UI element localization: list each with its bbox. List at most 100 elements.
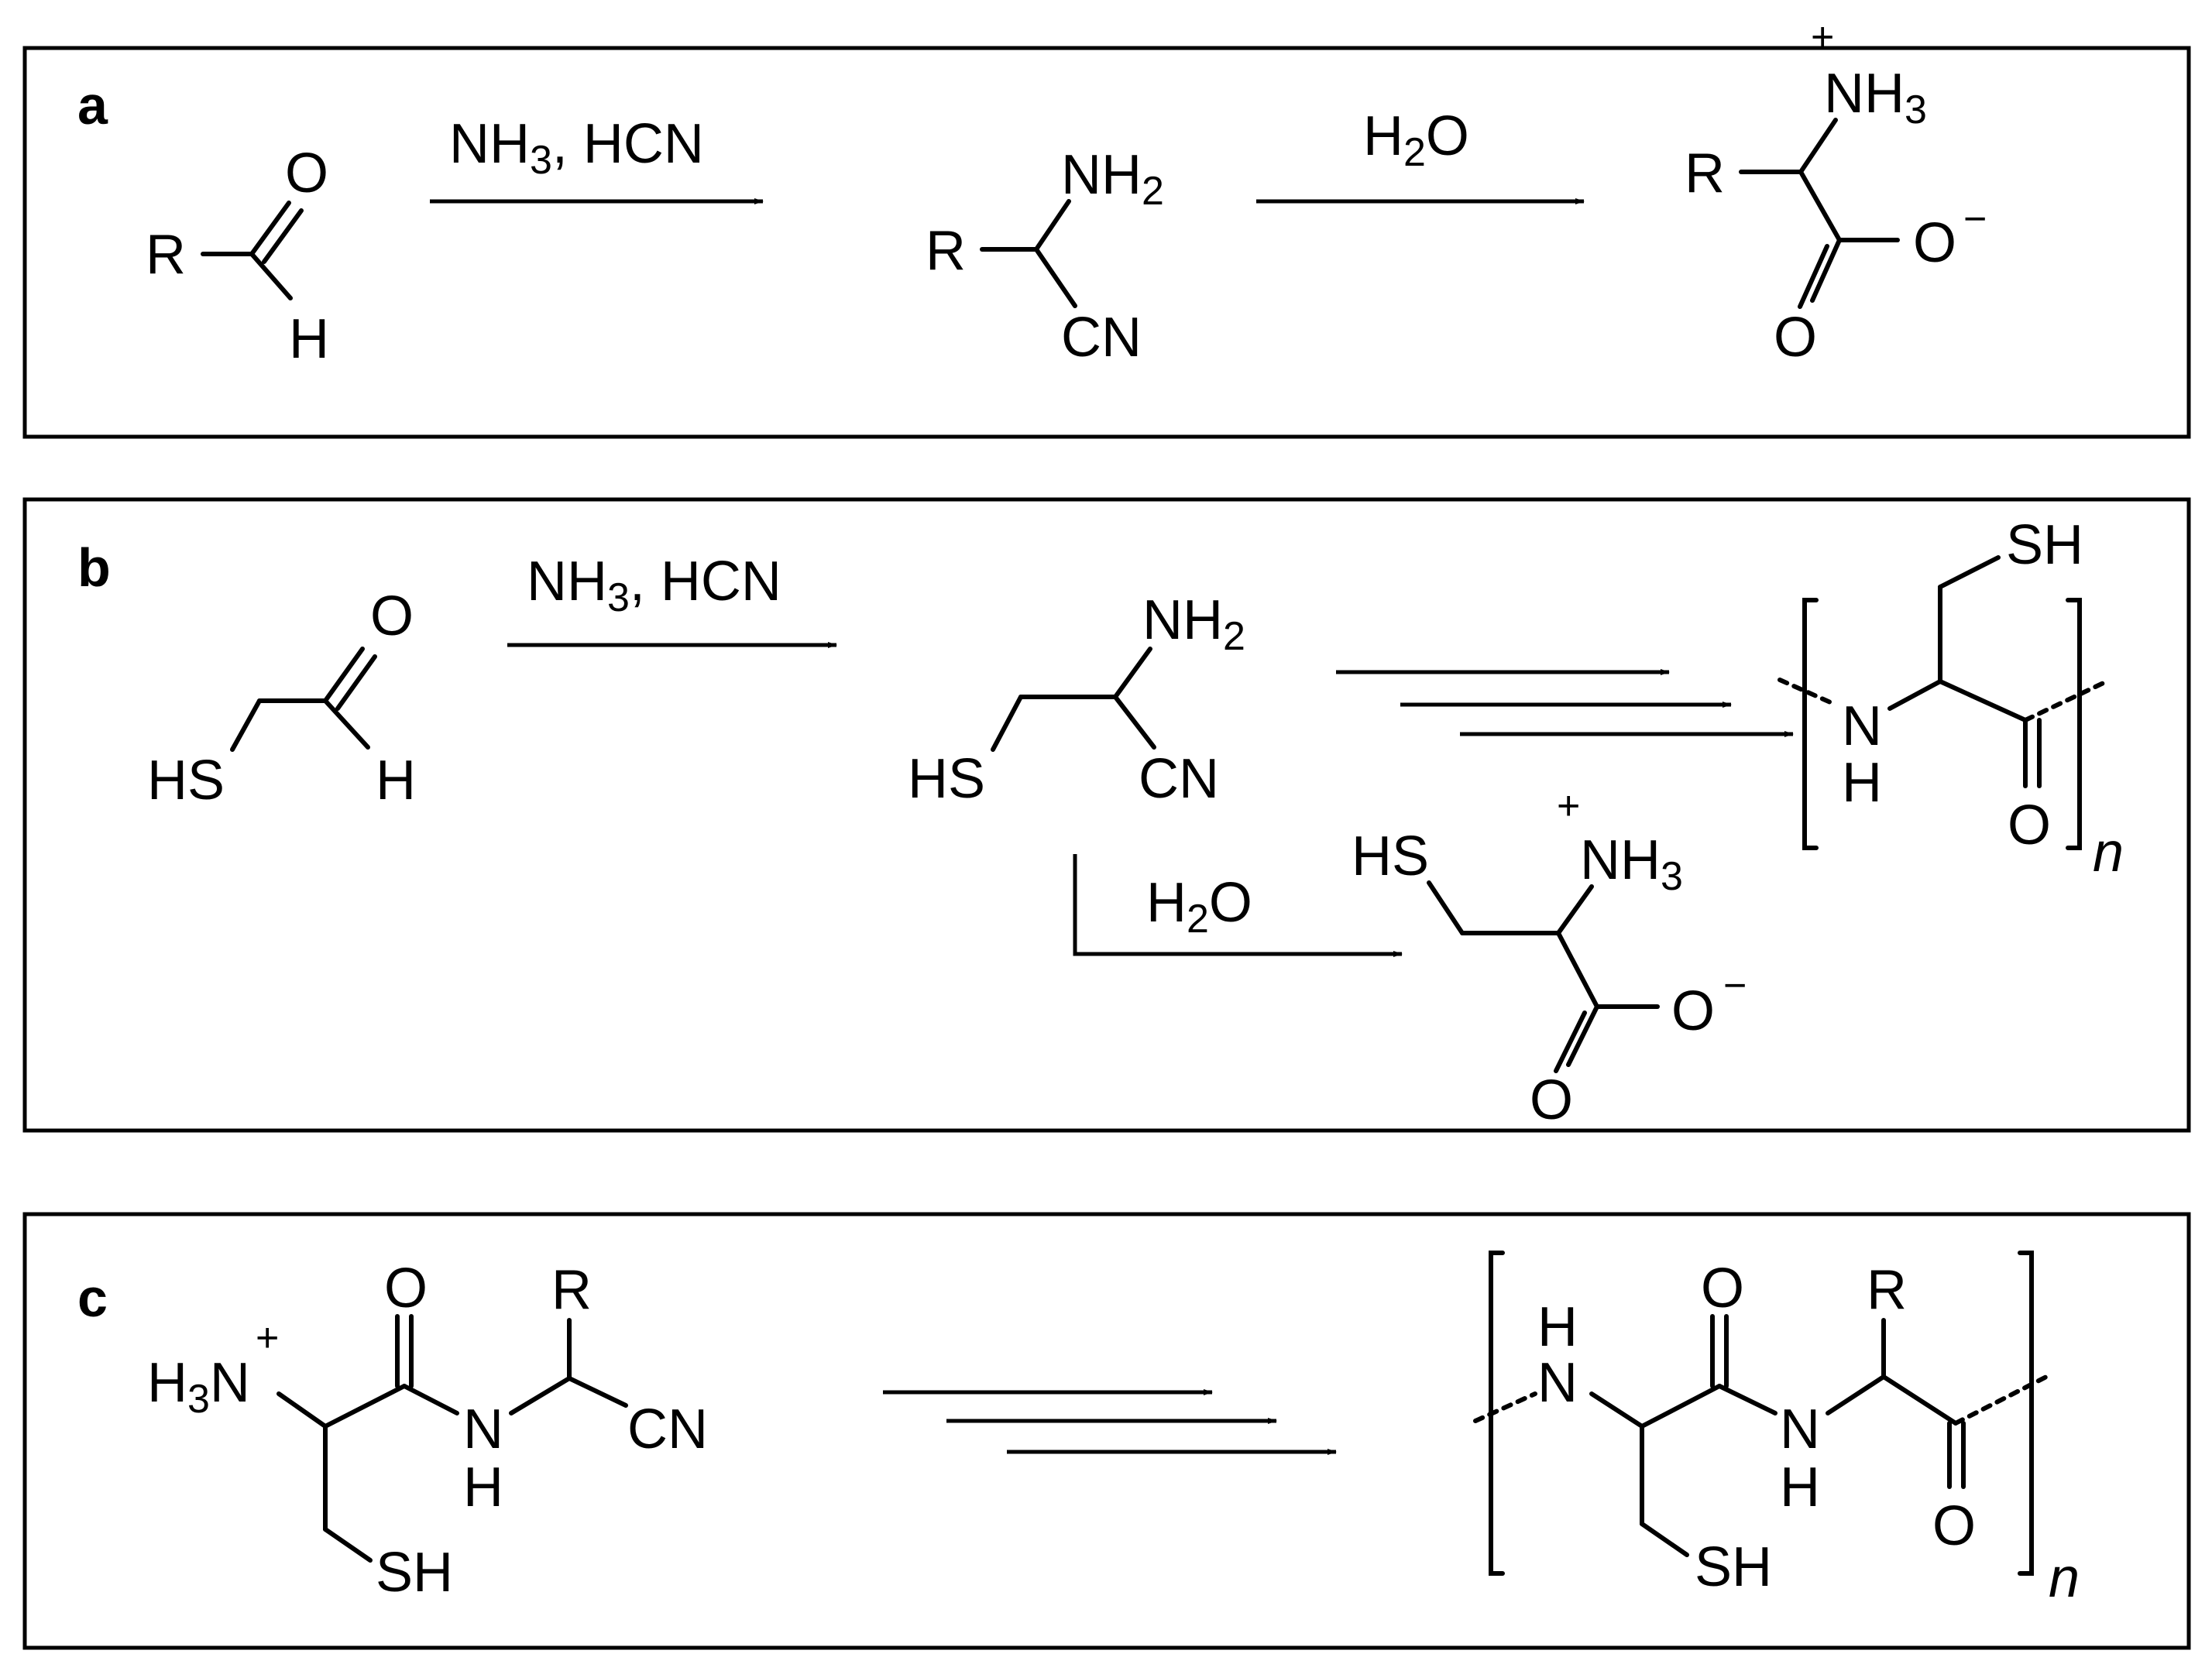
bond bbox=[1640, 1384, 1722, 1429]
carboxylate-oxygen: O bbox=[1671, 980, 1715, 1042]
cys-polypeptide: H N SH O N H R O n bbox=[1473, 1251, 2080, 1609]
hydrogen-label: H bbox=[1842, 752, 1882, 814]
hs-label: HS bbox=[1352, 825, 1429, 887]
carbonyl-oxygen: O bbox=[1701, 1258, 1744, 1319]
nh2-label: NH2 bbox=[1142, 589, 1245, 659]
step2-arrow: H2O bbox=[1256, 105, 1585, 204]
hydrolysis-arrow: H2O bbox=[1073, 854, 1403, 957]
amide-hydrogen: H bbox=[463, 1457, 503, 1518]
right-bracket bbox=[2018, 1251, 2034, 1576]
bond bbox=[991, 695, 1023, 752]
bond bbox=[567, 1376, 628, 1408]
bond bbox=[323, 647, 365, 703]
bond bbox=[262, 208, 304, 264]
amide-nitrogen: N bbox=[463, 1398, 503, 1460]
panel-c: c H3N + SH O N H R CN bbox=[22, 1212, 2191, 1650]
step1-arrow: NH3, HCN bbox=[430, 113, 764, 204]
bond bbox=[1881, 1374, 1958, 1426]
hydrogen-label: H bbox=[376, 750, 416, 811]
hs-label: HS bbox=[908, 748, 985, 810]
r-group-label: R bbox=[146, 224, 186, 286]
cn-label: CN bbox=[1139, 748, 1219, 810]
bond bbox=[1554, 1010, 1587, 1073]
nitrogen-label: N bbox=[1842, 695, 1882, 757]
cysteine-molecule: HS + NH3 O − O bbox=[1352, 784, 1747, 1131]
mercaptoacetaldehyde-molecule: HS O H bbox=[147, 585, 416, 811]
r-group-label: R bbox=[926, 220, 966, 282]
bond bbox=[1113, 647, 1152, 699]
bond bbox=[1556, 931, 1599, 1009]
panel-b-label: b bbox=[77, 537, 111, 598]
bond bbox=[230, 698, 262, 752]
left-bracket bbox=[1802, 598, 1819, 850]
bond bbox=[1717, 1384, 1778, 1415]
wavy-bond-right bbox=[1953, 1372, 2053, 1426]
hydrogen-label: H bbox=[289, 308, 329, 370]
carbonyl-oxygen: O bbox=[1774, 307, 1817, 369]
carbonyl-oxygen: O bbox=[384, 1258, 428, 1319]
bond bbox=[1798, 170, 1842, 242]
bond bbox=[1034, 247, 1077, 308]
bond bbox=[1427, 880, 1465, 935]
bond bbox=[1938, 555, 2001, 589]
positive-charge: + bbox=[1557, 784, 1580, 829]
sh-label: SH bbox=[376, 1542, 453, 1604]
nh2-label: NH2 bbox=[1061, 144, 1164, 214]
bond bbox=[323, 1384, 407, 1429]
sh-label: SH bbox=[2006, 514, 2083, 576]
bond bbox=[1113, 695, 1156, 750]
bond bbox=[1034, 199, 1071, 252]
r-group-label: R bbox=[1867, 1259, 1907, 1321]
oxygen-label: O bbox=[370, 585, 414, 647]
aminonitrile-molecule: NH2 R CN bbox=[926, 144, 1164, 369]
bond bbox=[1640, 1522, 1689, 1557]
bond bbox=[1826, 1374, 1886, 1415]
panel-b-frame bbox=[22, 497, 2191, 1133]
ammonium-label: H3N bbox=[147, 1352, 250, 1422]
bond bbox=[1556, 884, 1594, 935]
amino-acid-molecule: + NH3 R O − O bbox=[1685, 15, 1987, 369]
bond bbox=[1798, 118, 1838, 174]
amide-nitrogen: N bbox=[1780, 1398, 1820, 1460]
hs-label: HS bbox=[147, 750, 225, 811]
bond bbox=[335, 654, 377, 711]
panel-a: a R O H NH3, HCN NH2 R CN bbox=[22, 15, 2191, 439]
panel-b: b HS O H NH3, HCN NH2 HS bbox=[22, 497, 2191, 1133]
nh3-label: NH3 bbox=[1824, 63, 1927, 132]
panel-c-label: c bbox=[77, 1268, 108, 1328]
amine-hydrogen: H bbox=[1537, 1296, 1578, 1358]
wavy-bond-right bbox=[2023, 679, 2109, 722]
bond bbox=[509, 1376, 572, 1415]
wavy-bond-left bbox=[1778, 678, 1838, 707]
multistep-arrows bbox=[1336, 669, 1794, 737]
bond bbox=[1566, 1004, 1599, 1067]
bond bbox=[249, 201, 291, 256]
bond bbox=[1887, 679, 1942, 711]
sh-label: SH bbox=[1695, 1536, 1772, 1598]
panel-c-frame bbox=[22, 1212, 2191, 1650]
positive-charge: + bbox=[1811, 15, 1834, 60]
step1-arrow: NH3, HCN bbox=[507, 551, 837, 648]
negative-charge: − bbox=[1723, 963, 1747, 1008]
nh3-label: NH3 bbox=[1580, 829, 1683, 899]
multistep-arrows bbox=[883, 1389, 1337, 1455]
step1-reagents: NH3, HCN bbox=[527, 551, 781, 620]
bond bbox=[323, 698, 370, 750]
polycysteine-molecule: N H SH O n bbox=[1778, 514, 2124, 884]
positive-charge: + bbox=[256, 1316, 279, 1360]
bond bbox=[249, 252, 293, 300]
bond bbox=[1810, 238, 1842, 303]
amine-nitrogen: N bbox=[1537, 1352, 1578, 1414]
panel-a-frame bbox=[22, 46, 2191, 439]
carbonyl-oxygen: O bbox=[1530, 1069, 1573, 1131]
amide-hydrogen: H bbox=[1780, 1457, 1820, 1518]
right-bracket bbox=[2066, 598, 2082, 850]
cn-label: CN bbox=[1061, 307, 1142, 369]
step2-reagents: H2O bbox=[1146, 872, 1252, 942]
r-group-label: R bbox=[1685, 142, 1725, 204]
repeat-unit-n: n bbox=[2049, 1547, 2080, 1609]
bond bbox=[1938, 679, 2028, 722]
oxygen-label: O bbox=[285, 142, 328, 204]
wavy-bond-left bbox=[1473, 1391, 1537, 1423]
